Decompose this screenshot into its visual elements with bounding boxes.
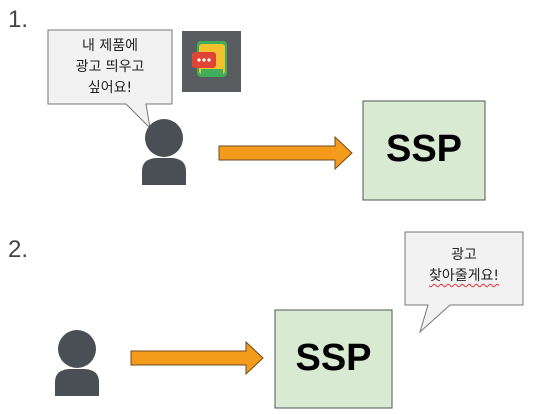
chat-app-icon — [182, 31, 241, 92]
right-arrow-icon — [218, 135, 353, 171]
ssp-label-1: SSP — [385, 128, 463, 170]
speech-bubble-2-text: 광고 찾아줄게요! — [405, 245, 523, 287]
speech-bubble-2 — [404, 231, 524, 334]
ssp-box-1 — [362, 100, 486, 201]
speech-bubble-1-text: 내 제품에 광고 띄우고 싶어요! — [48, 36, 172, 99]
bubble-1-line-2: 광고 띄우고 — [75, 59, 145, 75]
ssp-label-2: SSP — [295, 337, 372, 379]
user-icon — [55, 330, 99, 396]
bubble-2-line-2-text: 찾아줄게요! — [428, 268, 499, 284]
step-number-1: 1. — [8, 6, 29, 33]
step-number-2: 2. — [8, 236, 29, 263]
user-icon — [142, 119, 186, 185]
bubble-1-line-3: 싶어요! — [87, 80, 133, 96]
bubble-2-line-1: 광고 — [451, 247, 477, 263]
ssp-box-2 — [274, 309, 393, 409]
right-arrow-icon — [130, 340, 264, 376]
speech-bubble-1 — [47, 29, 173, 130]
bubble-2-line-2: 찾아줄게요! — [405, 266, 523, 287]
bubble-1-line-1: 내 제품에 — [82, 38, 138, 54]
